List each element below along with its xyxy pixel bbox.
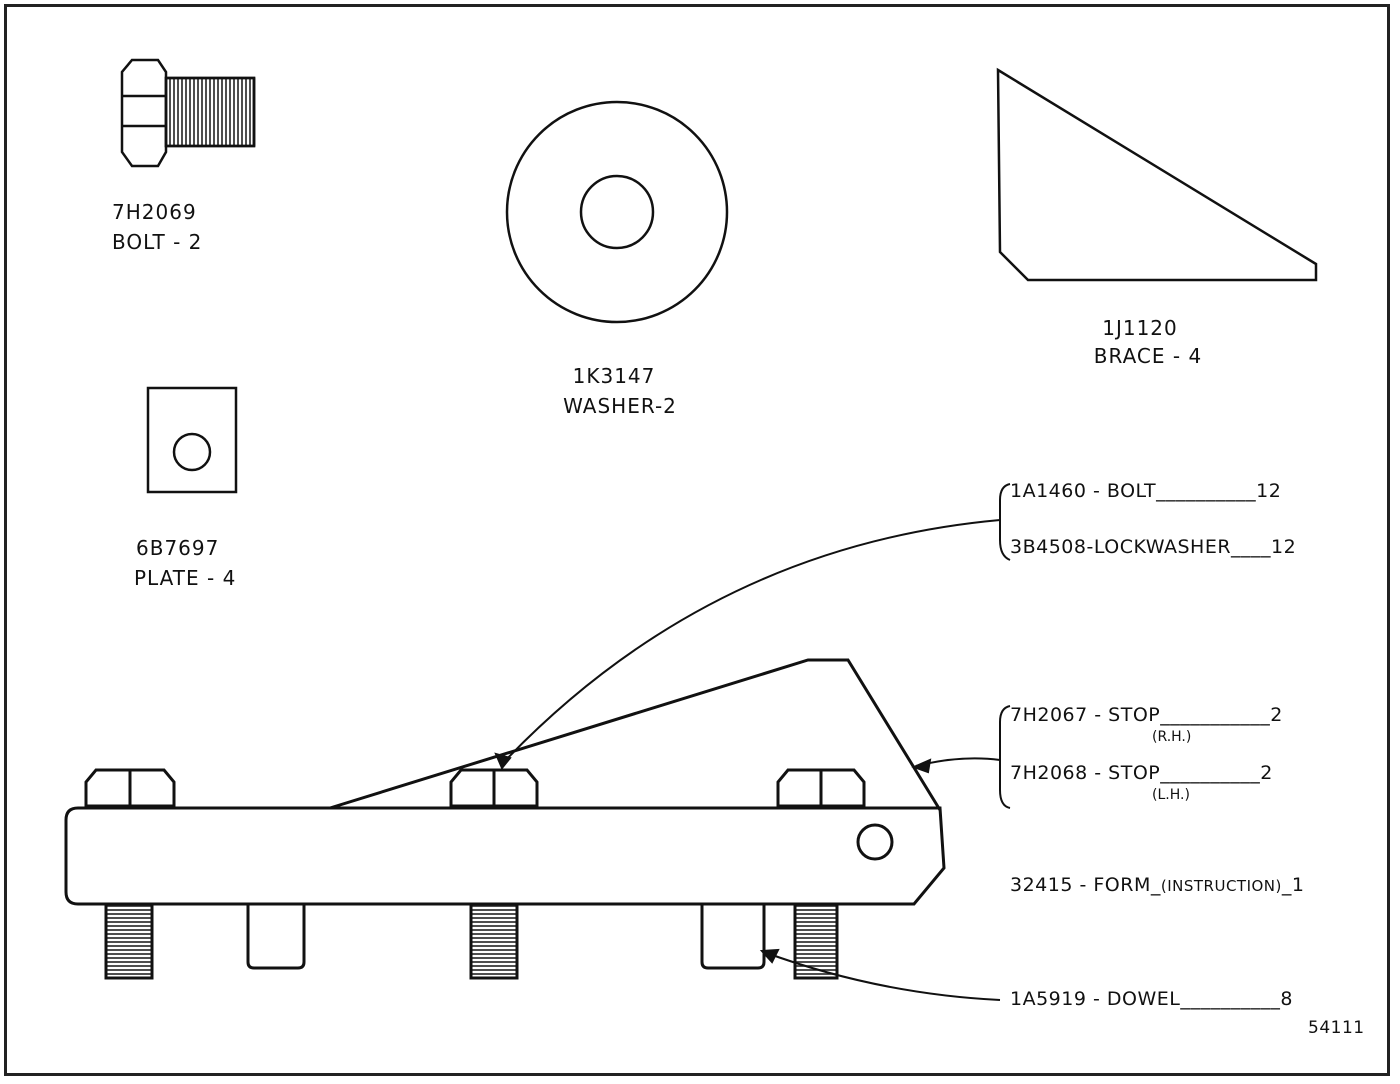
bolt-icon [120,58,256,168]
callout-lockwasher: 3B4508-LOCKWASHER____12 [1010,536,1297,558]
plate-part-number: 6B7697 [136,536,220,560]
drawing-border [4,4,1390,1076]
callout-stop-lh: 7H2068 - STOP__________2 [1010,762,1273,784]
callout-bolt: 1A1460 - BOLT__________12 [1010,480,1282,502]
stop-assembly-icon [64,658,946,980]
plate-icon [146,386,238,494]
bolt-part-name: BOLT - 2 [112,230,203,254]
brace-part-name: BRACE - 4 [1093,344,1203,368]
plate-part-name: PLATE - 4 [134,566,237,590]
callout-stop-rh: 7H2067 - STOP___________2 [1010,704,1283,726]
bolt-part-number: 7H2069 [112,200,197,224]
brace-part-number: 1J1120 [1102,316,1178,340]
washer-part-name: WASHER-2 [563,394,677,418]
drawing-number: 54111 [1308,1018,1365,1038]
stop-lh-side: (L.H.) [1152,787,1190,803]
washer-part-number: 1K3147 [572,364,656,388]
callout-dowel: 1A5919 - DOWEL__________8 [1010,988,1293,1010]
washer-icon [505,100,729,324]
stop-rh-side: (R.H.) [1152,729,1192,745]
brace-icon [996,67,1318,282]
callout-form: 32415 - FORM_(INSTRUCTION)_1 [1010,874,1305,896]
leader-lines [494,483,1011,1001]
